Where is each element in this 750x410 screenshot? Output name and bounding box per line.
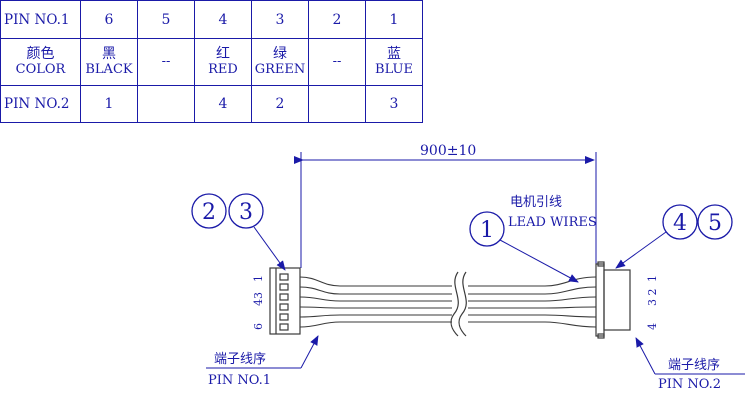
balloon-1: 1 <box>469 211 505 247</box>
right-pin-number-4: 4 <box>646 323 659 330</box>
cell-color-cn: 黑 <box>102 46 116 62</box>
cell-color-cn: 绿 <box>273 46 287 62</box>
cell-color-en: BLACK <box>85 62 133 77</box>
row-label-color-cn: 颜色 <box>26 46 55 62</box>
pin-no2-label-cn: 端子线序 <box>668 358 720 373</box>
table-row-pin-no2: PIN NO.2 1 4 2 3 <box>0 85 423 123</box>
leader-line-2-3 <box>253 226 286 271</box>
table-cell: 3 <box>365 85 423 123</box>
left-pin-number-1: 1 <box>252 275 265 282</box>
balloon-2: 2 <box>191 193 227 229</box>
cell-color-cn: 蓝 <box>387 46 401 62</box>
balloon-5-label: 5 <box>708 211 722 236</box>
balloon-4-label: 4 <box>673 211 687 236</box>
leader-line-4-5 <box>615 231 667 269</box>
wire-break-symbol <box>450 271 467 337</box>
cell-color-en: -- <box>161 54 171 69</box>
balloon-3: 3 <box>228 193 264 229</box>
table-cell <box>308 85 366 123</box>
table-cell: 2 <box>308 0 366 39</box>
wire-bundle-left <box>299 276 452 328</box>
wire-bundle-right <box>468 276 597 328</box>
table-cell: 1 <box>80 85 138 123</box>
balloon-5: 5 <box>697 204 733 240</box>
row-label-pin-no1: PIN NO.1 <box>0 0 81 39</box>
row-label-pin-no2: PIN NO.2 <box>0 85 81 123</box>
dimension-text: 900±10 <box>420 143 476 159</box>
left-pin-number-43: 43 <box>252 292 265 306</box>
leader-pin-no1 <box>300 335 319 369</box>
lead-wires-en: LEAD WIRES <box>508 215 597 230</box>
right-connector <box>595 261 631 339</box>
pin-no2-label-en: PIN NO.2 <box>658 377 721 392</box>
balloon-3-label: 3 <box>239 200 253 225</box>
right-pin-number-3-2: 3 2 <box>646 289 659 307</box>
cell-color-en: BLUE <box>375 62 413 77</box>
table-cell: 3 <box>251 0 309 39</box>
right-pin-number-1: 1 <box>646 275 659 282</box>
table-cell: 2 <box>251 85 309 123</box>
balloon-4: 4 <box>662 204 698 240</box>
pin-no1-label-en: PIN NO.1 <box>208 373 271 388</box>
leader-pin-no2 <box>635 337 656 375</box>
table-cell <box>137 85 195 123</box>
balloon-2-label: 2 <box>202 200 216 225</box>
cell-color-cn: 红 <box>216 46 230 62</box>
row-label-color: 颜色 COLOR <box>0 38 81 86</box>
cell-color-en: RED <box>208 62 238 77</box>
dimension-line <box>294 152 597 268</box>
pin-no1-label-cn: 端子线序 <box>214 352 266 367</box>
row-label-color-en: COLOR <box>15 62 66 77</box>
table-cell: -- <box>137 38 195 86</box>
left-connector <box>269 267 301 335</box>
balloon-1-label: 1 <box>480 218 494 243</box>
table-cell: 4 <box>194 85 252 123</box>
table-cell: 6 <box>80 0 138 39</box>
lead-wires-cn: 电机引线 <box>510 195 562 210</box>
table-row-pin-no1: PIN NO.1 6 5 4 3 2 1 <box>0 0 423 39</box>
leader-line-1 <box>499 239 579 283</box>
cell-color-en: -- <box>332 54 342 69</box>
cell-color-en: GREEN <box>254 62 306 77</box>
left-pin-number-6: 6 <box>252 323 265 330</box>
